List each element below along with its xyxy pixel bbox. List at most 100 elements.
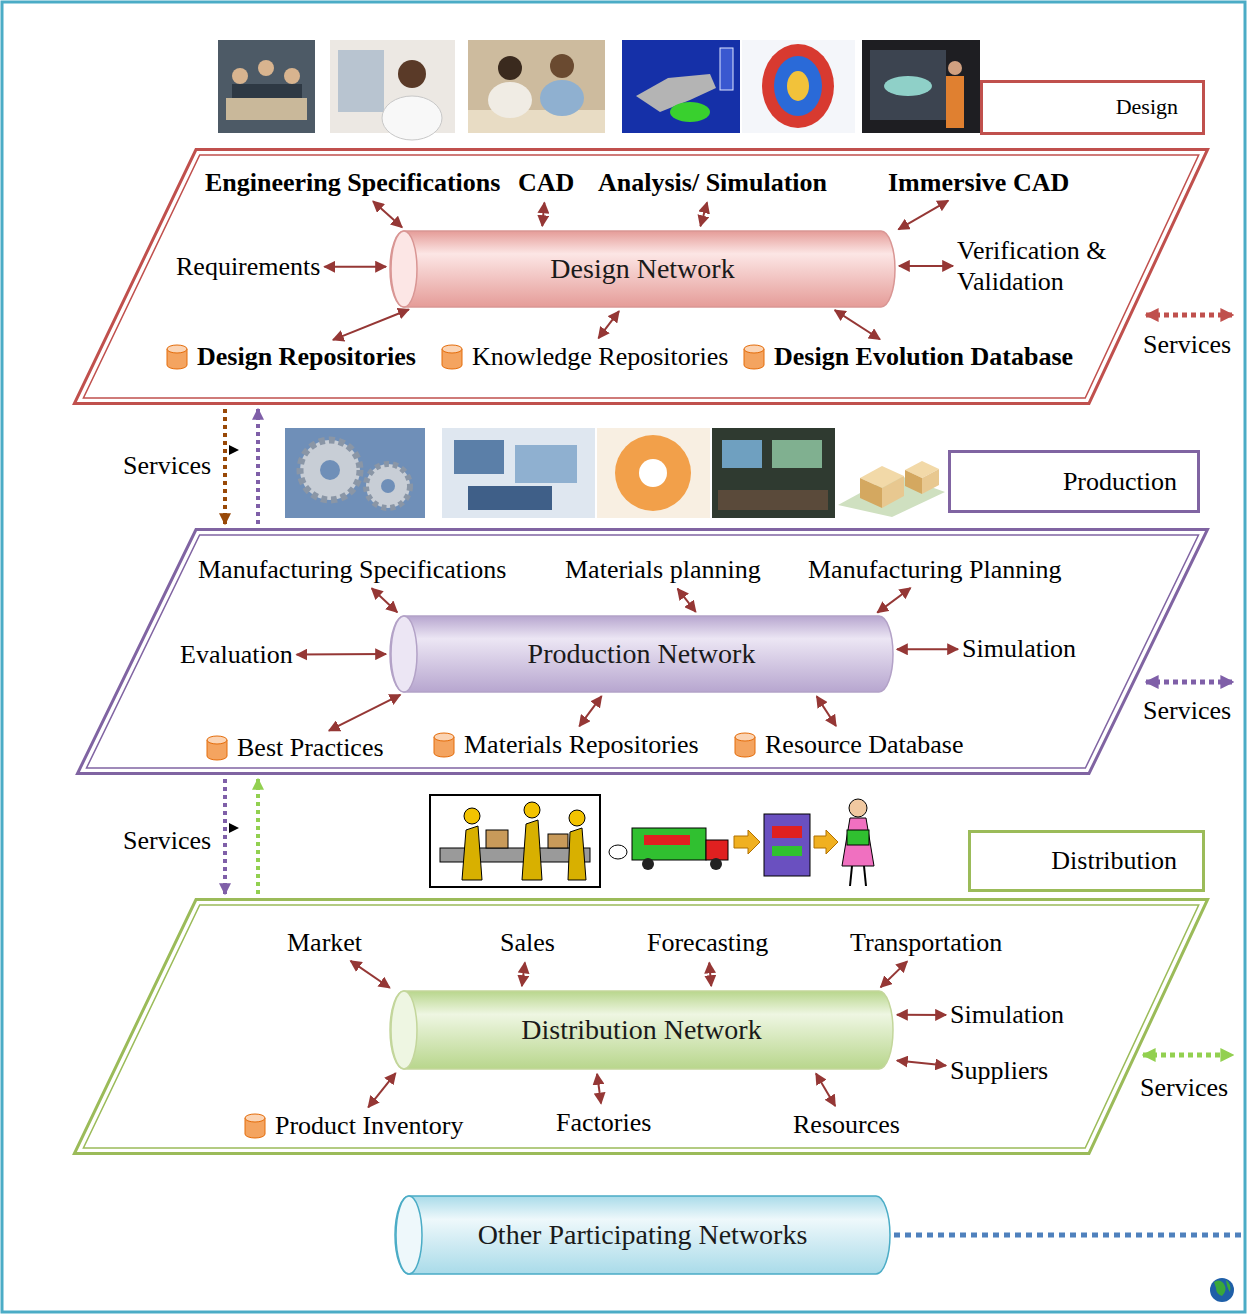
photo-person: [232, 68, 248, 84]
double-arrow: [333, 309, 409, 339]
clipart-leg: [850, 866, 852, 886]
photo-body: [382, 96, 442, 140]
network-item-text: Evaluation: [180, 639, 293, 670]
database-top: [245, 1114, 265, 1122]
double-arrow: [324, 266, 386, 268]
double-arrow: [368, 1073, 395, 1107]
cylinder-body: [390, 231, 895, 307]
network-item-text: Resource Database: [765, 729, 964, 760]
double-arrow: [542, 203, 544, 226]
network-item-text: Analysis/ Simulation: [598, 167, 827, 198]
clipart-arrow: [814, 830, 838, 854]
double-arrow: [877, 588, 910, 613]
photo-model: [884, 76, 932, 96]
photo-mrp: [597, 428, 710, 518]
network-item-text: Suppliers: [950, 1055, 1048, 1086]
network-item: Evaluation: [180, 639, 293, 670]
network-item-text: Design Evolution Database: [774, 341, 1073, 372]
clipart-factory-part: [772, 846, 802, 856]
network-cylinder: Design Network: [390, 230, 895, 308]
services-connector: [256, 409, 260, 524]
network-item-text: Simulation: [950, 999, 1064, 1030]
network-item-text: Sales: [500, 927, 555, 958]
network-item: Transportation: [850, 927, 1002, 958]
clipart-parcel: [847, 830, 869, 845]
services-connector: [223, 779, 227, 894]
network-item: Product Inventory: [243, 1110, 463, 1141]
clipart-truck: [632, 828, 706, 860]
network-item: Best Practices: [205, 732, 384, 763]
double-arrow: [297, 653, 386, 656]
network-name: Other Participating Networks: [478, 1218, 808, 1252]
double-arrow: [816, 1073, 835, 1106]
cylinder-end: [391, 991, 417, 1069]
network-item-text: Manufacturing Specifications: [198, 554, 506, 585]
photo-control-room: [712, 428, 835, 518]
double-arrow: [897, 1061, 946, 1066]
photo-head: [398, 60, 426, 88]
database-icon: [165, 344, 189, 370]
double-arrow: [817, 696, 836, 726]
clipart-cab: [706, 840, 728, 860]
database-icon: [205, 735, 229, 761]
photo-window: [454, 440, 504, 474]
clipart-worker: [522, 820, 542, 880]
clipart-factory-part: [772, 826, 802, 838]
cylinder-end: [391, 616, 417, 692]
network-item: Engineering Specifications: [205, 167, 500, 198]
small-arrow: [229, 823, 239, 833]
database-icon: [432, 732, 456, 758]
photo-meeting: [218, 40, 315, 133]
network-item: Market: [287, 927, 362, 958]
connector-label: Services: [123, 825, 211, 856]
network-item: Design Evolution Database: [742, 341, 1073, 372]
band-border: [83, 905, 1198, 1148]
photo-gear: [300, 440, 360, 500]
photo-box: [860, 478, 882, 508]
network-item-text: Factories: [556, 1107, 651, 1138]
network-item: Sales: [500, 927, 555, 958]
double-arrow: [899, 265, 953, 267]
clipart-box: [486, 830, 508, 848]
clipart-wheel: [642, 858, 654, 870]
photo-desk: [718, 490, 828, 510]
photo-head: [948, 61, 962, 75]
database-top: [434, 733, 454, 741]
band-heading: Production: [1063, 466, 1177, 497]
connector-label: Services: [123, 450, 211, 481]
band-border: [74, 150, 1207, 404]
photo-disk: [762, 44, 834, 128]
services-arrow: [1146, 313, 1233, 318]
double-arrow: [373, 201, 402, 227]
network-item: Resources: [793, 1109, 900, 1140]
database-icon: [243, 1113, 267, 1139]
clipart-conveyor: [440, 848, 590, 862]
double-arrow: [897, 648, 958, 650]
network-item: Simulation: [962, 633, 1076, 664]
layer-band: DesignEngineering SpecificationsCADAnaly…: [72, 148, 1210, 405]
network-item-text: Materials Repositories: [464, 729, 699, 760]
photo-panel: [720, 48, 733, 90]
services-label: Services: [1143, 329, 1231, 360]
network-item-text: Design Repositories: [197, 341, 416, 372]
photo-cad-model: [622, 40, 740, 133]
photo-part: [670, 102, 710, 122]
database-top: [442, 345, 462, 353]
band-heading-box: Distribution: [968, 830, 1205, 892]
photo-monitor: [772, 440, 822, 468]
network-item: Manufacturing Specifications: [198, 554, 506, 585]
network-item-text: Manufacturing Planning: [808, 554, 1061, 585]
double-arrow: [700, 202, 707, 226]
database-top: [167, 345, 187, 353]
network-name: Distribution Network: [521, 1013, 761, 1047]
clipart-leg: [864, 866, 866, 886]
double-arrow: [678, 589, 696, 612]
clipart-head: [569, 810, 585, 826]
network-item-text: Materials planning: [565, 554, 761, 585]
clipart-wheel: [710, 858, 722, 870]
photo-head: [498, 56, 522, 80]
network-item: Analysis/ Simulation: [598, 167, 827, 198]
band-heading: Design: [1116, 94, 1178, 120]
band-heading: Distribution: [1051, 845, 1177, 876]
